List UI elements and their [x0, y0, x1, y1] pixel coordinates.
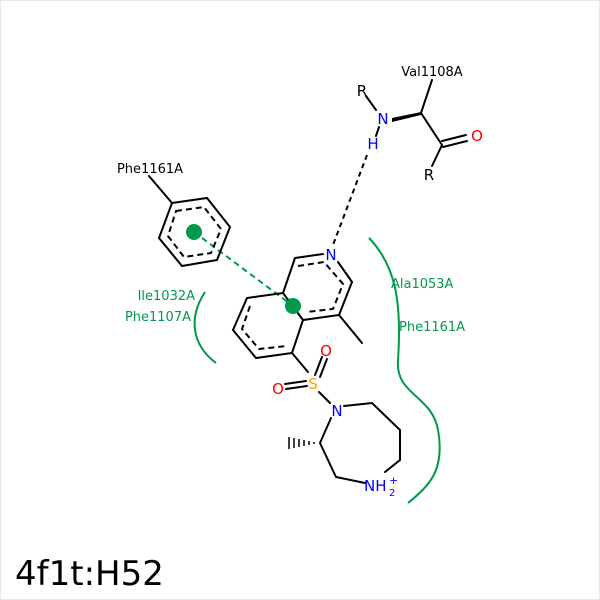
residue-label-ile1032a: Ile1032A [138, 289, 196, 304]
hydrogen-label: H [367, 135, 378, 153]
residue-label-val1108a: Val1108A [401, 65, 463, 80]
r-group-label: R [357, 82, 367, 100]
isoquinoline [231, 253, 363, 373]
ammonium-subscript: 2 [389, 488, 395, 499]
nitrogen-label: N [331, 402, 342, 420]
phe-ring [148, 175, 232, 268]
nitrogen-label: N [377, 110, 388, 128]
nitrogen-label: N [325, 246, 336, 264]
diazepane-ring [288, 401, 401, 484]
residue-label-phe1107a: Phe1107A [125, 310, 191, 325]
oxygen-label: O [320, 342, 332, 360]
diagram-title: 4f1t:H52 [15, 554, 164, 594]
residue-label-phe1161a-hydrophobic: Phe1161A [399, 320, 465, 335]
pi-centroid-phe [186, 224, 202, 240]
sulfonyl [284, 356, 331, 404]
pi-centroid-ligand [285, 298, 301, 314]
pi-stacking-line [193, 231, 294, 307]
hydrophobic-arc-left [193, 291, 217, 364]
oxygen-label: O [471, 127, 483, 145]
residue-label-ala1053a: Ala1053A [391, 277, 454, 292]
val-backbone [365, 79, 468, 167]
ammonium-label: NH [364, 477, 387, 495]
residue-label-phe1161a: Phe1161A [117, 162, 183, 177]
hydrophobic-arc-right [368, 237, 441, 504]
hydrogen-bond-line [332, 154, 368, 246]
sulfur-label: S [308, 375, 318, 393]
ammonium-charge: + [389, 474, 398, 487]
oxygen-label: O [272, 380, 284, 398]
r-group-label: R [424, 166, 434, 184]
